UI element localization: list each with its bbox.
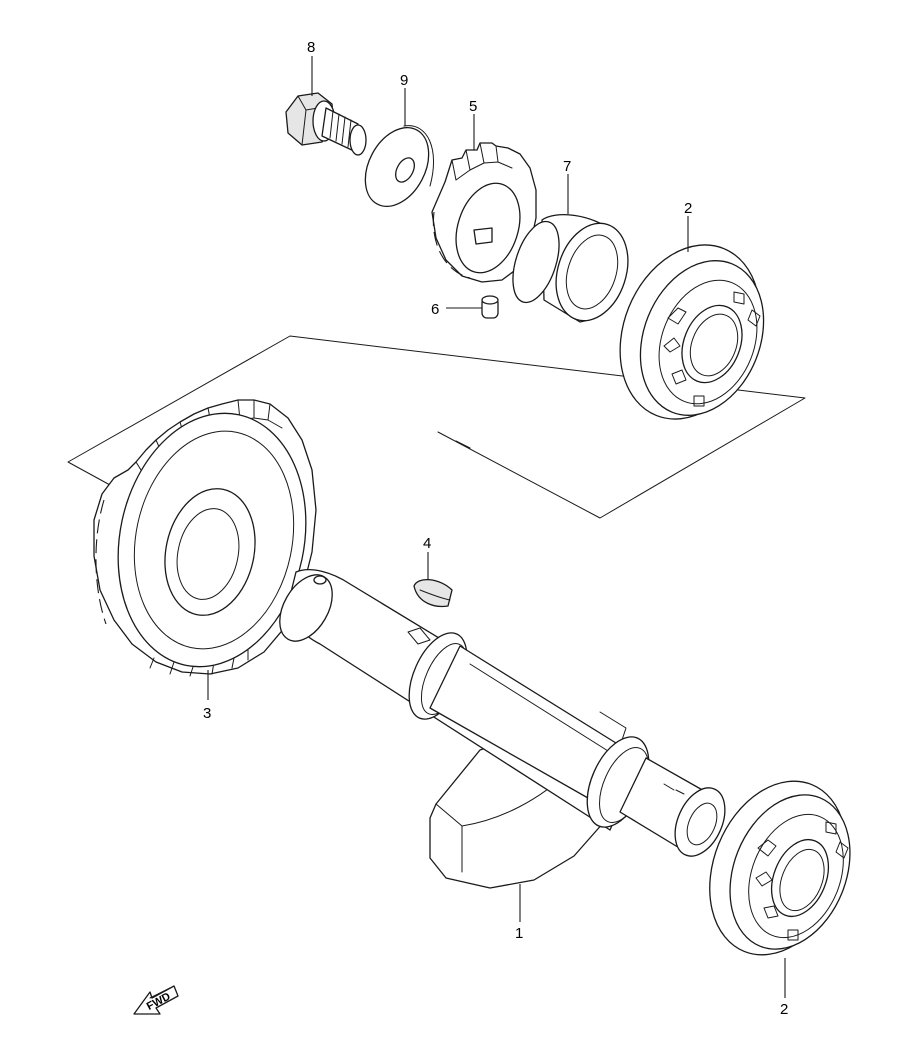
callout-3: 3 bbox=[203, 705, 211, 722]
part-7-bushing[interactable] bbox=[504, 214, 640, 330]
part-9-washer[interactable] bbox=[353, 117, 442, 217]
callout-4: 4 bbox=[423, 535, 431, 552]
callout-1: 1 bbox=[515, 925, 523, 942]
callout-2-bottom: 2 bbox=[780, 1001, 788, 1018]
part-6-pin[interactable] bbox=[481, 295, 499, 319]
callout-7: 7 bbox=[563, 158, 571, 175]
fwd-arrow-icon: FWD bbox=[133, 985, 179, 1015]
part-2-bearing-top[interactable] bbox=[595, 224, 786, 440]
callout-9: 9 bbox=[400, 72, 408, 89]
callout-labels: 8 9 5 7 2 6 4 3 1 2 bbox=[203, 39, 788, 1018]
part-8-bolt[interactable] bbox=[285, 92, 367, 156]
callout-8: 8 bbox=[307, 39, 315, 56]
part-2-bearing-bottom[interactable] bbox=[685, 761, 872, 976]
part-3-large-gear[interactable] bbox=[93, 396, 329, 685]
part-1-balancer-shaft[interactable] bbox=[269, 566, 735, 889]
callout-2-top: 2 bbox=[684, 200, 692, 217]
part-5-gear[interactable] bbox=[431, 142, 537, 283]
leader-lines bbox=[207, 56, 786, 998]
callout-5: 5 bbox=[469, 98, 477, 115]
assembly-plane-outline bbox=[67, 335, 806, 519]
callout-6: 6 bbox=[431, 301, 439, 318]
part-4-key[interactable] bbox=[413, 579, 453, 608]
